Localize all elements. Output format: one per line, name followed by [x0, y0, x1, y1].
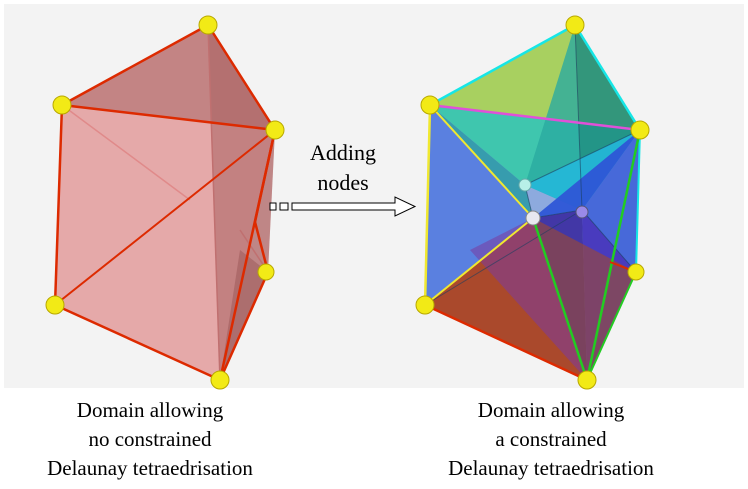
adding-nodes-arrow: Adding nodes — [269, 140, 417, 217]
left-edge-top — [61, 103, 276, 132]
right-face-mid-blue — [533, 130, 640, 218]
left-node-lower-left — [45, 295, 65, 315]
caption-left-line1: Domain allowing — [76, 398, 224, 422]
right-added-node-2 — [525, 210, 541, 226]
right-edge-cyan-side — [635, 129, 641, 273]
caption-right: Domain allowing a constrained Delaunay t… — [406, 396, 696, 483]
left-face-lower-right — [220, 250, 268, 380]
right-edge-yellow-diag — [429, 104, 534, 219]
arrow-tail-box-2 — [279, 202, 289, 211]
arrow-shape — [291, 196, 417, 217]
right-face-top-cyan — [525, 25, 582, 210]
right-inner-edge-2 — [574, 24, 583, 211]
arrow-label-line1: Adding — [310, 140, 376, 165]
right-edge-yellow-left — [423, 104, 432, 306]
right-edge-yellow-lower — [424, 217, 534, 306]
left-edge-outline — [53, 23, 277, 382]
right-inner-edge-4 — [532, 209, 583, 219]
right-face-center-cyan — [525, 130, 640, 210]
caption-left-line3: Delaunay tetraedrisation — [47, 456, 253, 480]
left-edge-inner-1 — [61, 104, 191, 201]
left-polyhedron — [45, 15, 285, 390]
caption-left-line2: no constrained — [88, 427, 212, 451]
right-added-node-1 — [518, 178, 532, 192]
right-node-lower-left — [415, 295, 435, 315]
right-polyhedron — [415, 15, 650, 390]
right-edge-cyan-left — [429, 23, 576, 107]
right-node-top — [565, 15, 585, 35]
arrow-tail-box-1 — [269, 202, 277, 211]
right-node-upper-left — [420, 95, 440, 115]
right-edge-green-side — [586, 271, 637, 381]
right-node-bottom — [577, 370, 597, 390]
left-node-bottom — [210, 370, 230, 390]
arrow-label-line2: nodes — [317, 170, 368, 195]
left-node-upper-left — [52, 95, 72, 115]
right-edge-red-bottom — [424, 303, 588, 382]
right-face-left-blue — [425, 105, 533, 305]
caption-left: Domain allowing no constrained Delaunay … — [5, 396, 295, 483]
right-added-node-3 — [575, 205, 589, 219]
left-node-top — [198, 15, 218, 35]
left-edge-diagonal — [54, 129, 276, 306]
right-face-bottom-violet — [470, 218, 587, 380]
right-inner-edge-5 — [581, 209, 637, 273]
right-edge-cyan-right — [573, 24, 642, 131]
right-node-mid-right — [627, 263, 645, 281]
left-node-mid-right — [257, 263, 275, 281]
left-node-upper-right — [265, 120, 285, 140]
right-node-upper-right — [630, 120, 650, 140]
diagram-canvas: Adding nodes — [4, 4, 744, 390]
right-inner-edge-7 — [524, 129, 641, 186]
right-edge-magenta — [429, 103, 641, 132]
right-edge-green-center — [531, 217, 589, 381]
caption-right-line3: Delaunay tetraedrisation — [448, 456, 654, 480]
right-inner-edge-6 — [424, 209, 583, 306]
left-edge-right-front — [218, 129, 277, 381]
left-edge-inner-2 — [207, 24, 221, 381]
caption-right-line1: Domain allowing — [477, 398, 625, 422]
right-edge-green-right — [585, 129, 642, 381]
caption-right-line2: a constrained — [495, 427, 607, 451]
